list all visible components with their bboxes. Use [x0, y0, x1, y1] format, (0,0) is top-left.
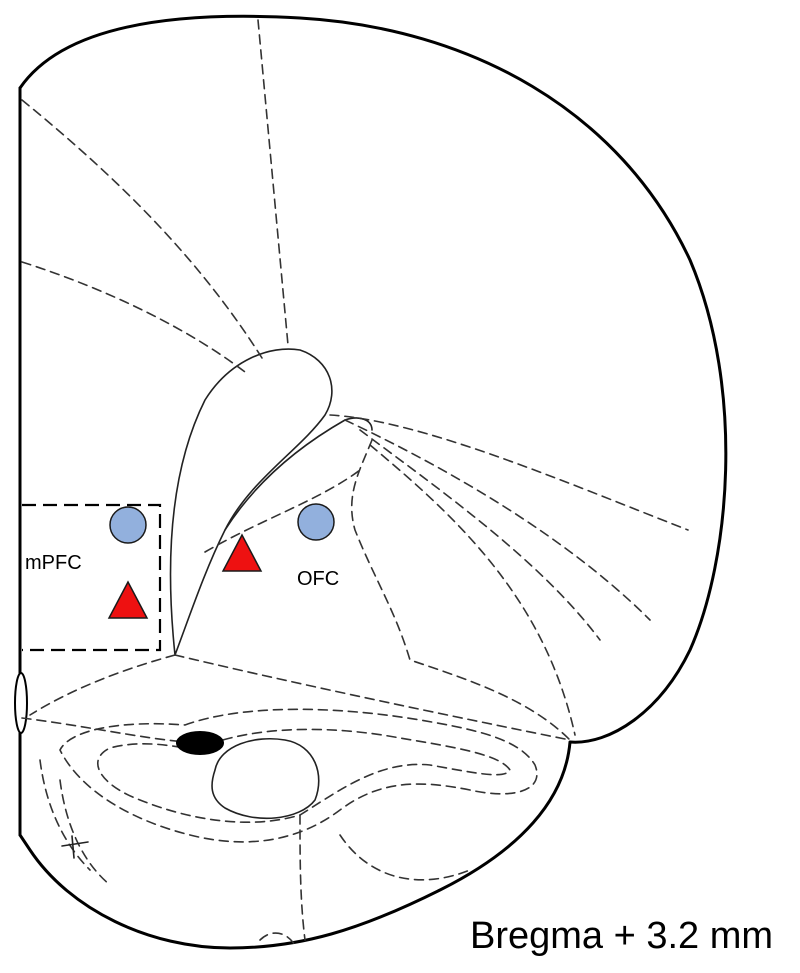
boundary-lateral-4 [369, 444, 576, 736]
label-mpfc: mPFC [25, 552, 82, 574]
ventral-boundary-d [339, 834, 471, 881]
ventral-boundary-c [299, 814, 306, 941]
boundary-ofc-top [204, 469, 361, 553]
boundary-lateral-3 [359, 429, 601, 641]
boundary-lateral-1 [329, 414, 689, 531]
boundary-dorsal-2 [21, 99, 263, 359]
boundary-dorsal-3 [21, 261, 246, 373]
marker-circle-ofc [297, 503, 335, 541]
boundary-ventral [174, 654, 571, 741]
anterior-commissure [176, 731, 224, 755]
ventral-boundary-e [259, 932, 296, 946]
boundary-ventral-2 [21, 717, 186, 743]
olfactory-ring-inner [97, 728, 511, 823]
ventral-tick [61, 835, 89, 859]
marker-triangle-ofc [221, 533, 263, 572]
boundary-ventromedial [29, 654, 176, 716]
label-ofc: OFC [297, 568, 339, 590]
claustrum-curve [224, 417, 373, 531]
hemisphere-outline [18, 14, 728, 950]
label-bregma: Bregma + 3.2 mm [470, 915, 773, 957]
boundary-lateral-2 [344, 419, 651, 621]
ventral-boundary-b [59, 779, 111, 886]
forceps-minor-outline [169, 348, 333, 656]
ventral-boundary-a [39, 759, 91, 871]
marker-triangle-mpfc [107, 580, 149, 619]
olfactory-ring-outer [59, 708, 538, 843]
accumbens-outline [211, 738, 320, 820]
marker-circle-mpfc [109, 506, 147, 544]
mpfc-region-box [22, 503, 162, 652]
boundary-insula [350, 439, 571, 741]
midline-notch [14, 672, 28, 734]
boundary-dorsal-1 [257, 19, 289, 346]
